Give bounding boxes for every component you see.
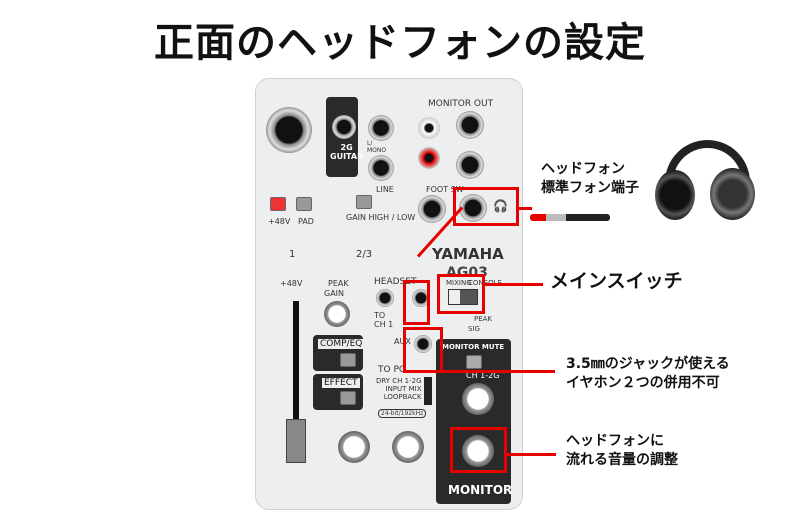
caption-line-1: 3.5㎜のジャックが使える	[566, 356, 730, 372]
phone-plug-image	[530, 214, 610, 221]
headphone-jack	[459, 194, 487, 222]
loopback-options: DRY CH 1-2G INPUT MIX LOOPBACK	[376, 377, 422, 401]
line-label: LINE	[376, 185, 394, 194]
yamaha-mixer-image: +48V PAD 1 2G GUITAR L/ MONO LINE GAIN H…	[255, 78, 523, 510]
monitor-knob-caption: ヘッドフォンに 流れる音量の調整	[566, 432, 678, 470]
ch23-label: 2/3	[356, 249, 373, 260]
guitar-label: 2G GUITAR	[330, 143, 364, 161]
comp-eq-label: COMP/EQ	[318, 339, 365, 349]
aux-label: AUX	[394, 337, 411, 346]
usb-level-knob[interactable]	[392, 431, 424, 463]
gain-label: GAIN	[324, 289, 345, 298]
aux-jack	[414, 335, 432, 353]
aux-jack-highlight	[403, 327, 443, 373]
headset-jack-highlight	[403, 280, 430, 325]
guitar-jack	[332, 115, 356, 139]
effect-button[interactable]	[340, 391, 356, 405]
caption-line-2: 流れる音量の調整	[566, 452, 678, 468]
xlr-combo-jack	[266, 107, 312, 153]
pad-label: PAD	[298, 217, 314, 226]
ch-1-2g-label: CH 1-2G	[466, 371, 500, 380]
ch1-label: 1	[289, 249, 296, 260]
model-logo: AG03	[446, 265, 488, 281]
sig-label: SIG	[468, 325, 480, 333]
yamaha-logo: YAMAHA	[432, 245, 504, 263]
48v-indicator: +48V	[280, 279, 303, 288]
guitar-level-knob[interactable]	[338, 431, 370, 463]
effect-label: EFFECT	[322, 378, 360, 388]
to-pc-label: TO PC	[378, 365, 406, 375]
monitor-mute-label: MONITOR MUTE	[442, 343, 505, 351]
main-switch-caption: メインスイッチ	[550, 270, 683, 292]
rca-r-jack	[418, 147, 440, 169]
mini-jack-caption: 3.5㎜のジャックが使える イヤホン２つの併用不可	[566, 355, 730, 393]
foot-switch-jack	[418, 195, 446, 223]
48v-label: +48V	[268, 217, 291, 226]
line-jack-3	[368, 155, 394, 181]
gain-high-low-label: GAIN HIGH / LOW	[346, 213, 416, 222]
main-switch-callout-line	[485, 283, 543, 286]
caption-line-1: ヘッドフォン	[541, 161, 625, 177]
mixing-label: MIXING	[446, 279, 472, 287]
headset-label: HEADSET	[374, 277, 417, 287]
monitor-knob-callout-line	[506, 453, 556, 456]
gain-switch[interactable]	[356, 195, 372, 209]
main-switch-highlight	[437, 274, 485, 314]
comp-eq-button[interactable]	[340, 353, 356, 367]
line-jack-2	[368, 115, 394, 141]
rca-l-jack	[418, 117, 440, 139]
pad-button[interactable]	[296, 197, 312, 211]
headphone-jack-highlight	[453, 187, 519, 226]
phantom-power-button[interactable]	[270, 197, 286, 211]
main-switch[interactable]	[448, 289, 478, 305]
loopback-switch[interactable]	[424, 377, 432, 405]
fader-track	[293, 301, 299, 461]
peak-label: PEAK	[328, 279, 349, 288]
peak-lr-label: PEAK	[474, 315, 493, 323]
headphone-callout-line	[518, 207, 532, 210]
monitor-mute-button[interactable]	[466, 355, 482, 369]
fader-handle[interactable]	[286, 419, 306, 463]
headset-mic-jack	[376, 289, 394, 307]
bitrate-badge: 24-bit/192kHz	[378, 409, 427, 418]
monitor-level-knob[interactable]	[462, 435, 494, 467]
caption-line-2: イヤホン２つの併用不可	[566, 375, 720, 391]
gain-knob[interactable]	[324, 301, 350, 327]
headset-phones-jack	[412, 289, 430, 307]
speaker-level-knob[interactable]	[462, 383, 494, 415]
monitor-knob-highlight	[450, 427, 507, 473]
caption-line-1: ヘッドフォンに	[566, 433, 664, 449]
headphones-image	[655, 140, 760, 220]
monitor-out-l-jack	[456, 111, 484, 139]
headphone-jack-caption: ヘッドフォン 標準フォン端子	[541, 160, 639, 198]
caption-line-2: 標準フォン端子	[541, 180, 639, 196]
monitor-label: MONITOR	[448, 483, 513, 497]
page-title: 正面のヘッドフォンの設定	[154, 20, 646, 66]
mini-jack-callout-line	[440, 370, 555, 373]
l-mono-label: L/ MONO	[367, 140, 387, 154]
monitor-out-r-jack	[456, 151, 484, 179]
foot-sw-label: FOOT SW	[426, 185, 464, 194]
headphone-icon: 🎧	[493, 199, 508, 213]
monitor-out-label: MONITOR OUT	[428, 99, 494, 109]
to-ch1-label: TO CH 1	[374, 311, 394, 329]
